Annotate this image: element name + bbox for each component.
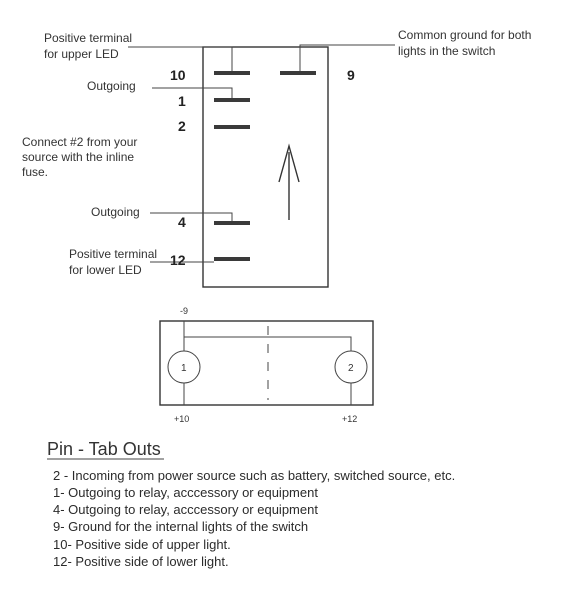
- pin-tab-2: [214, 125, 250, 129]
- back-view-circle-1-label: 1: [181, 363, 187, 374]
- upper-led-label-line1: Positive terminal: [44, 31, 132, 45]
- upper-led-label-line2: for upper LED: [44, 47, 119, 61]
- common-ground-label-line2: lights in the switch: [398, 44, 495, 58]
- outgoing-top-label: Outgoing: [87, 79, 136, 93]
- connect-label-line3: fuse.: [22, 165, 48, 179]
- leader-outgoing-bottom: [150, 212, 233, 221]
- connect-label-line1: Connect #2 from your: [22, 135, 137, 149]
- pin-legend: Pin - Tab Outs 2 - Incoming from power s…: [47, 439, 455, 569]
- legend-row: 1- Outgoing to relay, acccessory or equi…: [53, 485, 318, 500]
- back-view: -9 1 2 +10 +12: [159, 306, 374, 424]
- pin-tab-9: [280, 71, 316, 75]
- back-view-top-label: -9: [180, 306, 188, 316]
- leader-common-ground: [299, 44, 395, 71]
- back-view-outline: [159, 320, 374, 406]
- back-view-connector-line: [183, 336, 352, 351]
- outgoing-bottom-label: Outgoing: [91, 205, 140, 219]
- legend-row: 9- Ground for the internal lights of the…: [53, 519, 308, 534]
- back-view-circle-2-label: 2: [348, 363, 354, 374]
- pin-number-1: 1: [178, 93, 186, 109]
- pin-tab-1: [214, 98, 250, 102]
- common-ground-label-line1: Common ground for both: [398, 28, 531, 42]
- back-view-bottom-left-label: +10: [174, 414, 189, 424]
- legend-row: 4- Outgoing to relay, acccessory or equi…: [53, 502, 318, 517]
- legend-title: Pin - Tab Outs: [47, 439, 161, 459]
- pin-number-2: 2: [178, 118, 186, 134]
- pin-number-10: 10: [170, 67, 186, 83]
- switch-outline: [202, 46, 329, 288]
- legend-row: 2 - Incoming from power source such as b…: [53, 468, 455, 483]
- leader-upper-led: [128, 46, 233, 71]
- back-view-circle-2: [334, 350, 368, 384]
- pin-number-9: 9: [347, 67, 355, 83]
- back-view-bottom-right-label: +12: [342, 414, 357, 424]
- pin-number-4: 4: [178, 214, 186, 230]
- legend-row: 10- Positive side of upper light.: [53, 537, 231, 552]
- pin-tab-4: [214, 221, 250, 225]
- switch-body: [202, 46, 329, 288]
- leader-lines: [128, 44, 395, 263]
- callout-labels: Positive terminal for upper LED Common g…: [22, 28, 531, 277]
- lower-led-label-line2: for lower LED: [69, 263, 142, 277]
- legend-row: 12- Positive side of lower light.: [53, 554, 229, 569]
- arrow-head-icon: [278, 143, 300, 183]
- pin-tab-12: [214, 257, 250, 261]
- pin-numbers: 10 1 2 4 12 9: [170, 67, 355, 268]
- leader-outgoing-top: [152, 87, 233, 98]
- pin-tab-10: [214, 71, 250, 75]
- connect-label-line2: source with the inline: [22, 150, 134, 164]
- lower-led-label-line1: Positive terminal: [69, 247, 157, 261]
- pin-number-12: 12: [170, 252, 186, 268]
- back-view-circle-1: [167, 350, 201, 384]
